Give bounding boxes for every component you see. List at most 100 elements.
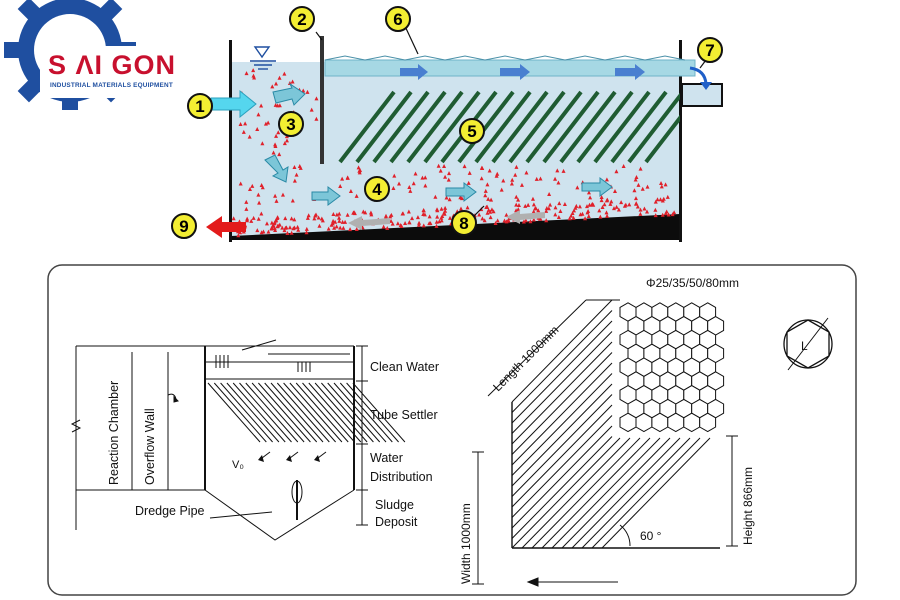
sludge-particle	[259, 211, 264, 216]
tube-plate	[355, 90, 413, 164]
sludge-particle	[577, 204, 582, 209]
sludge-particle	[586, 190, 591, 195]
label-dredge-pipe: Dredge Pipe	[135, 504, 205, 518]
sludge-particle	[392, 173, 397, 178]
sludge-particle	[276, 130, 281, 135]
sludge-particle	[495, 218, 500, 223]
sludge-particle	[282, 71, 287, 76]
sludge-particle	[304, 230, 309, 235]
sludge-particle	[438, 168, 443, 173]
label-v0: V₀	[232, 459, 244, 471]
sludge-particle	[256, 192, 261, 197]
sludge-particle	[548, 202, 553, 207]
sludge-particle	[345, 175, 350, 180]
settler-line	[207, 382, 261, 443]
marker-label: 5	[467, 122, 476, 141]
sludge-particle	[305, 215, 310, 220]
outlet-arrow	[689, 66, 708, 85]
sludge-particle	[274, 81, 279, 86]
label-tube-settler: Tube Settler	[370, 408, 438, 422]
sludge-particle	[608, 201, 613, 206]
sludge-particle	[361, 209, 366, 214]
sludge-particle	[435, 214, 440, 219]
sludge-particle	[416, 222, 421, 227]
tube-plate	[644, 114, 680, 164]
settler-line	[270, 382, 324, 443]
label-reaction-chamber: Reaction Chamber	[107, 381, 121, 485]
tube-edge	[511, 373, 613, 476]
water-level-icon	[253, 46, 271, 59]
marker-5: 5	[459, 118, 485, 144]
sludge-particle	[504, 212, 509, 217]
tube-plate	[406, 90, 464, 164]
sludge-particle	[280, 225, 285, 230]
label-overflow-wall: Overflow Wall	[143, 408, 157, 485]
sludge-particle	[357, 170, 362, 175]
sludge-particle	[421, 211, 426, 216]
sludge-particle	[282, 228, 287, 233]
sludge-particle	[447, 197, 452, 202]
sludge-particle	[486, 196, 491, 201]
logo-subtitle: INDUSTRIAL MATERIALS EQUIPMENT	[50, 82, 173, 89]
tube-plate	[508, 90, 566, 164]
hex-label: L	[801, 339, 808, 353]
sludge-particle	[665, 194, 670, 199]
sludge-particle	[442, 163, 447, 168]
sludge-particle	[421, 207, 426, 212]
sludge-particle	[274, 133, 279, 138]
settling-flow-arrows	[264, 82, 613, 206]
sludge-particle	[284, 138, 289, 143]
sludge-particle	[337, 218, 342, 223]
sludge-particle	[439, 218, 444, 223]
sludge-particle	[266, 229, 271, 234]
marker-label: 4	[372, 180, 382, 199]
cross-section	[70, 339, 368, 541]
settler-line	[264, 382, 318, 443]
sludge-particle	[465, 205, 470, 210]
sludge-particle	[659, 181, 664, 186]
sludge-particle	[427, 221, 432, 226]
sludge-particle	[544, 208, 549, 213]
sludge-particle	[385, 226, 390, 231]
marker-9: 9	[171, 213, 197, 239]
sludge-particle	[485, 210, 490, 215]
sludge-particle	[388, 214, 393, 219]
tube-edge	[511, 331, 613, 434]
sludge-particle	[556, 180, 561, 185]
sludge-particle	[334, 224, 339, 229]
sludge-particle	[406, 209, 411, 214]
sludge-particle	[330, 221, 335, 226]
sludge-particle	[248, 186, 253, 191]
sludge-particle	[534, 176, 539, 181]
sludge-particle	[516, 197, 521, 202]
sludge-particle	[488, 209, 493, 214]
sludge-particle	[333, 219, 338, 224]
sludge-particle	[573, 205, 578, 210]
sludge-particle	[523, 203, 528, 208]
tube-plate	[423, 90, 481, 164]
sludge-particle	[546, 206, 551, 211]
sludge-discharge-arrow	[206, 216, 246, 238]
tube-settler-lines	[207, 382, 406, 443]
sludge-particle	[280, 192, 285, 197]
sludge-particle	[553, 205, 558, 210]
sludge-particle	[583, 216, 588, 221]
sludge-particle	[502, 218, 507, 223]
settler-line	[321, 382, 374, 443]
sludge-particle	[486, 207, 491, 212]
tube-settler-plates	[338, 90, 680, 164]
sludge-particle	[407, 220, 412, 225]
flow-arrows	[400, 64, 645, 80]
sludge-particle	[368, 210, 373, 215]
sludge-particle	[277, 152, 282, 157]
sludge-particle	[271, 150, 276, 155]
sludge-particle	[575, 185, 580, 190]
sludge-particle	[287, 80, 292, 85]
sludge-particle	[427, 214, 432, 219]
sludge-particle	[589, 202, 594, 207]
hex-cell	[699, 412, 717, 433]
sludge-particle	[294, 172, 299, 177]
sludge-particle	[485, 182, 490, 187]
sludge-particle	[493, 220, 498, 225]
